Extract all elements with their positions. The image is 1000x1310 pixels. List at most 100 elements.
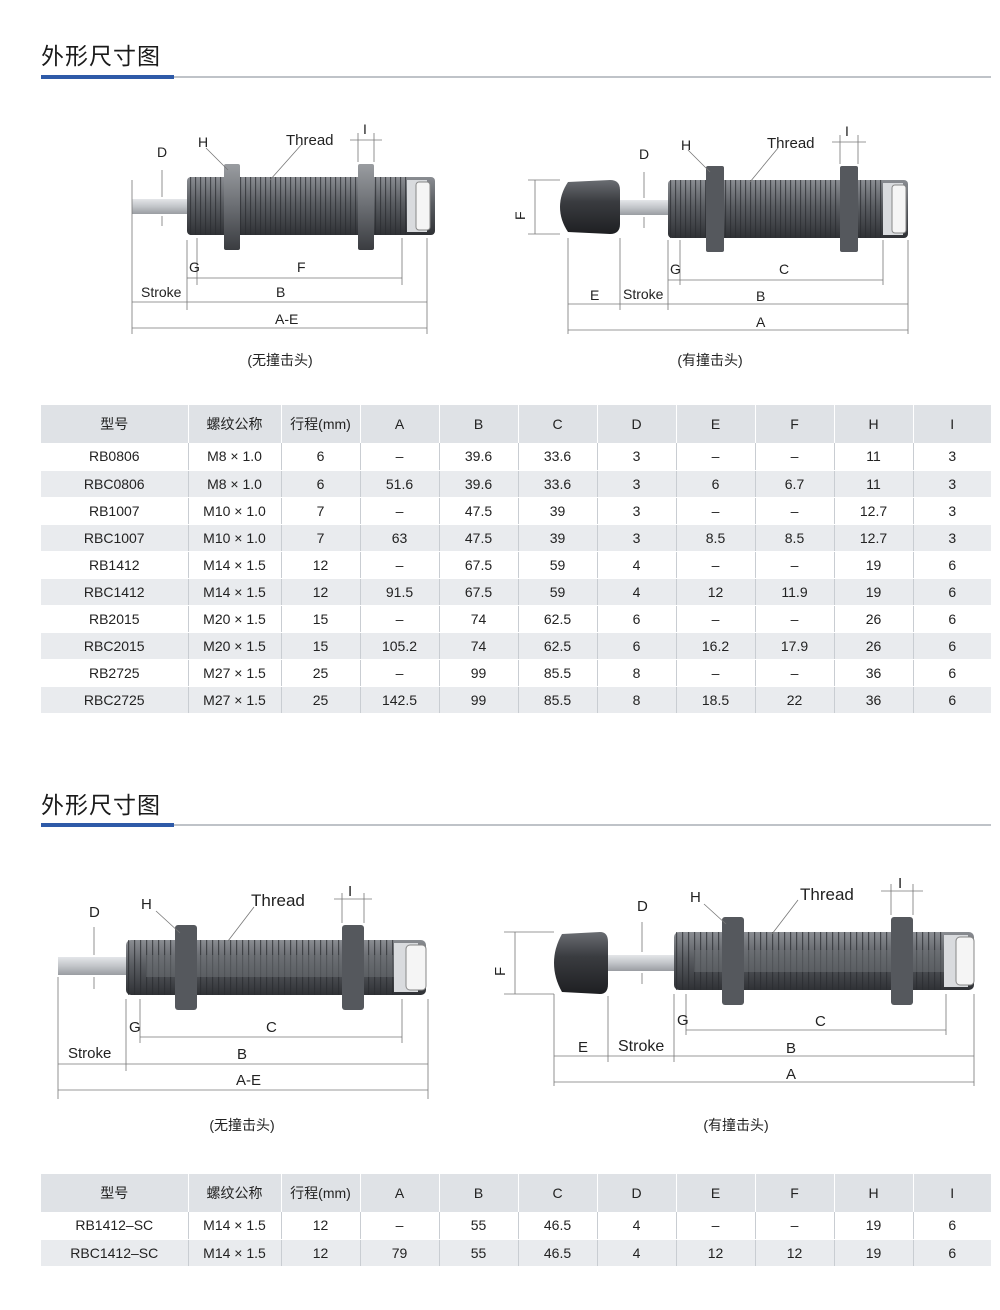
label-total: A bbox=[786, 1066, 796, 1083]
label-b: B bbox=[237, 1046, 247, 1063]
table-cell: 67.5 bbox=[439, 578, 519, 606]
table-cell: 6 bbox=[597, 605, 677, 633]
table-cell: 12.7 bbox=[834, 524, 914, 552]
table-cell: 33.6 bbox=[518, 470, 598, 498]
table-cell: – bbox=[360, 551, 440, 579]
table-cell: 91.5 bbox=[360, 578, 440, 606]
table-cell: 15 bbox=[281, 605, 361, 633]
title-rule bbox=[41, 75, 991, 79]
label-total: A-E bbox=[275, 311, 298, 327]
table-cell: 46.5 bbox=[518, 1212, 598, 1240]
label-f: F bbox=[512, 211, 528, 220]
table-cell: 3 bbox=[597, 470, 677, 498]
table-cell: RBC0806 bbox=[41, 470, 189, 498]
label-h: H bbox=[681, 137, 691, 153]
table-cell: – bbox=[676, 497, 756, 525]
label-d: D bbox=[639, 146, 649, 162]
table-cell: 36 bbox=[834, 659, 914, 687]
label-i: I bbox=[348, 883, 352, 900]
table-cell: 19 bbox=[834, 551, 914, 579]
table-cell: 12 bbox=[281, 1212, 361, 1240]
caption-no-head: (无撞击头) bbox=[209, 1117, 275, 1133]
label-g: G bbox=[189, 259, 200, 275]
table-cell: 6 bbox=[597, 632, 677, 660]
shock-absorber-diagram-no-head: D H Thread I G F Stroke B A-E bbox=[131, 121, 435, 334]
table-cell: – bbox=[755, 659, 835, 687]
table-cell: 22 bbox=[755, 686, 835, 714]
label-stroke: Stroke bbox=[618, 1038, 664, 1055]
col-header: A bbox=[360, 405, 440, 443]
table-cell: 6 bbox=[913, 1239, 991, 1267]
label-g: G bbox=[677, 1012, 689, 1029]
label-d: D bbox=[157, 144, 167, 160]
table-cell: 18.5 bbox=[676, 686, 756, 714]
table-cell: 12 bbox=[281, 578, 361, 606]
table-cell: – bbox=[676, 443, 756, 471]
table-cell: 19 bbox=[834, 1212, 914, 1240]
table-cell: 3 bbox=[597, 524, 677, 552]
table-cell: 85.5 bbox=[518, 659, 598, 687]
table-cell: – bbox=[676, 551, 756, 579]
table-cell: M8 × 1.0 bbox=[188, 443, 282, 471]
table-cell: 47.5 bbox=[439, 524, 519, 552]
caption-no-head: (无撞击头) bbox=[247, 352, 313, 368]
table-cell: 51.6 bbox=[360, 470, 440, 498]
table-cell: M14 × 1.5 bbox=[188, 1212, 282, 1240]
table-cell: 62.5 bbox=[518, 632, 598, 660]
table-cell: RB1412–SC bbox=[41, 1212, 189, 1240]
table-cell: RBC1412 bbox=[41, 578, 189, 606]
table-cell: – bbox=[755, 551, 835, 579]
label-b: B bbox=[756, 288, 765, 304]
table-cell: 55 bbox=[439, 1212, 519, 1240]
table-cell: 99 bbox=[439, 686, 519, 714]
col-header: I bbox=[913, 405, 991, 443]
table-cell: 33.6 bbox=[518, 443, 598, 471]
table-cell: M10 × 1.0 bbox=[188, 497, 282, 525]
table-cell: 11.9 bbox=[755, 578, 835, 606]
col-header: A bbox=[360, 1174, 440, 1212]
table-cell: 39.6 bbox=[439, 470, 519, 498]
table-cell: 7 bbox=[281, 497, 361, 525]
table-cell: 6 bbox=[913, 1212, 991, 1240]
table-cell: – bbox=[755, 497, 835, 525]
col-header: B bbox=[439, 405, 519, 443]
table-cell: – bbox=[676, 1212, 756, 1240]
label-d: D bbox=[89, 904, 100, 921]
table-cell: – bbox=[360, 1212, 440, 1240]
table-cell: 74 bbox=[439, 605, 519, 633]
table-cell: 62.5 bbox=[518, 605, 598, 633]
label-thread: Thread bbox=[286, 132, 334, 149]
table-cell: 39 bbox=[518, 497, 598, 525]
col-header: 型号 bbox=[41, 405, 189, 443]
col-header: D bbox=[597, 1174, 677, 1212]
label-e: E bbox=[578, 1039, 588, 1056]
table-cell: – bbox=[360, 443, 440, 471]
label-c: C bbox=[815, 1013, 826, 1030]
section-title: 外形尺寸图 bbox=[41, 792, 161, 818]
table-cell: 6 bbox=[281, 443, 361, 471]
title-rule bbox=[41, 823, 991, 827]
label-stroke: Stroke bbox=[623, 286, 664, 302]
table-cell: RB1412 bbox=[41, 551, 189, 579]
col-header: I bbox=[913, 1174, 991, 1212]
label-i: I bbox=[363, 121, 367, 137]
shock-absorber-diagram-with-head: D H Thread I F G C E Stroke B A bbox=[492, 875, 975, 1086]
table-cell: RBC2015 bbox=[41, 632, 189, 660]
caption-with-head: (有撞击头) bbox=[703, 1117, 769, 1133]
caption-with-head: (有撞击头) bbox=[677, 352, 743, 368]
table-cell: 12 bbox=[676, 1239, 756, 1267]
label-thread: Thread bbox=[800, 885, 854, 904]
table-cell: 99 bbox=[439, 659, 519, 687]
label-c: C bbox=[779, 261, 789, 277]
col-header: B bbox=[439, 1174, 519, 1212]
table-cell: 3 bbox=[597, 443, 677, 471]
table-cell: M27 × 1.5 bbox=[188, 686, 282, 714]
table-cell: 142.5 bbox=[360, 686, 440, 714]
table-cell: 3 bbox=[913, 443, 991, 471]
table-cell: 12 bbox=[281, 1239, 361, 1267]
section-title: 外形尺寸图 bbox=[41, 43, 161, 69]
table-cell: 19 bbox=[834, 578, 914, 606]
col-header: 行程(mm) bbox=[281, 1174, 361, 1212]
